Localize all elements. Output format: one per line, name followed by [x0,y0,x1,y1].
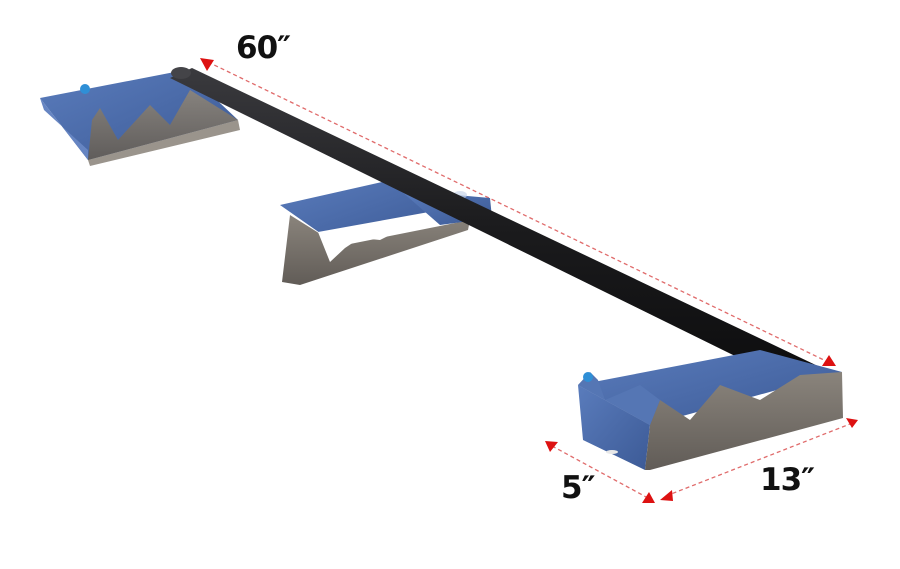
length-dimension-line [200,58,836,366]
width-label: 5″ [561,470,595,506]
middle-cradle-bracket [280,178,492,285]
right-cradle-bracket [578,350,843,470]
left-cradle-bracket [40,70,240,166]
depth-dimension-line [660,418,858,501]
length-label: 60″ [236,30,291,66]
width-dimension-line [545,441,655,503]
depth-label: 13″ [760,462,815,498]
support-bar [170,67,822,388]
